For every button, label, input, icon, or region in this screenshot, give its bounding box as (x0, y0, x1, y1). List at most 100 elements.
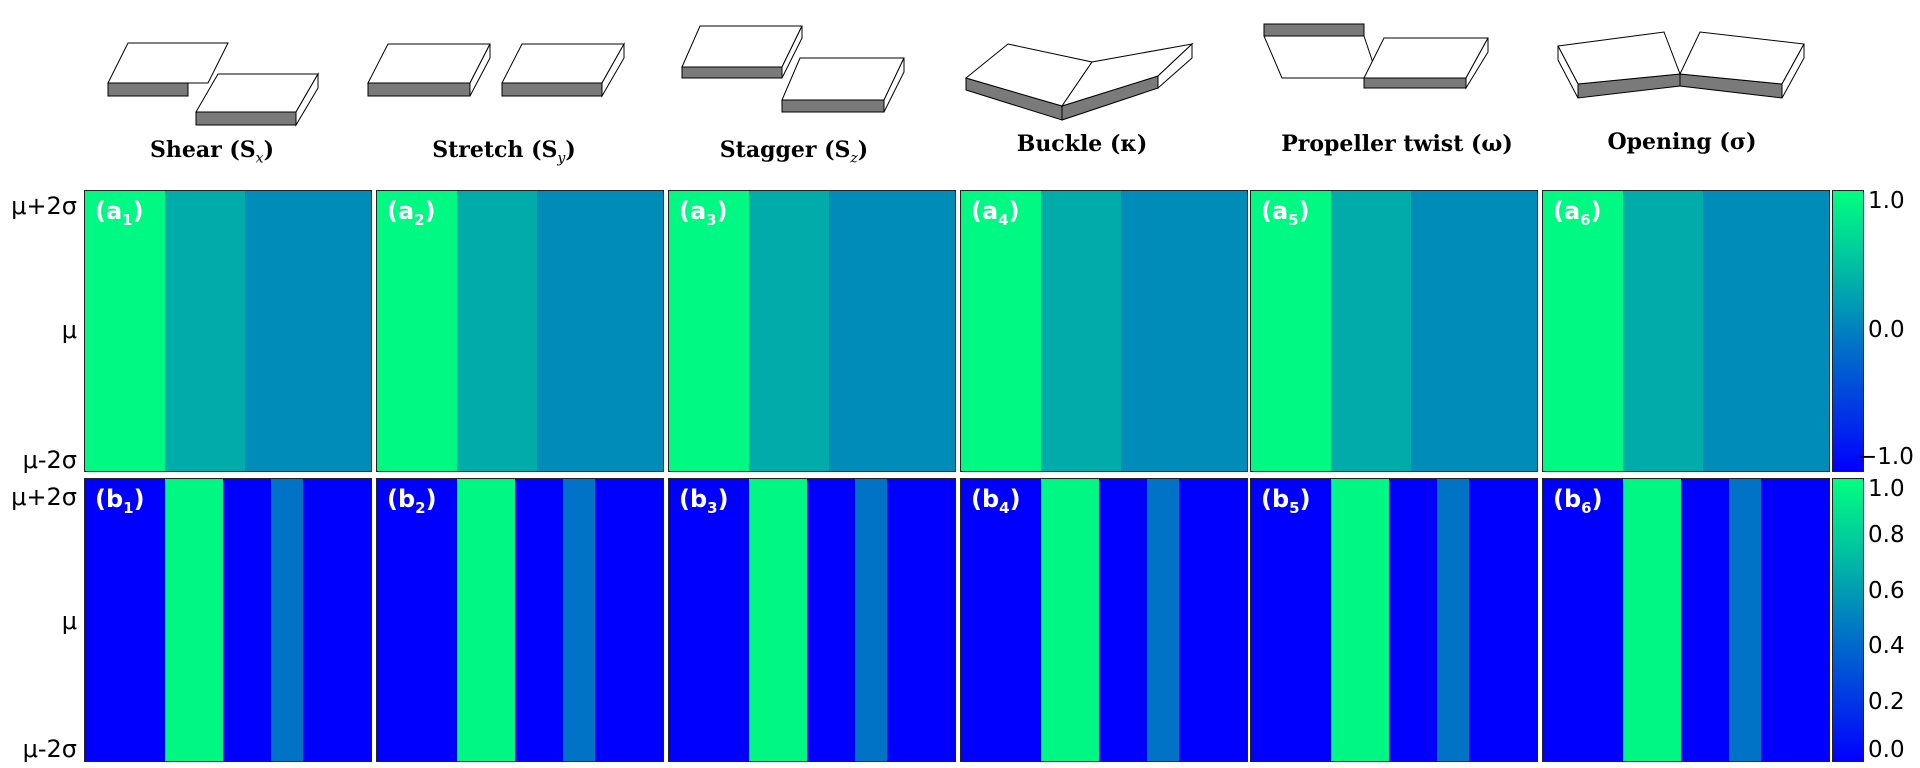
heatmap-panel-a6: (a6) (1542, 190, 1830, 472)
panel-label-a1: (a1) (95, 197, 144, 229)
heatmap-panel-b6: (b6) (1542, 478, 1830, 762)
opening-step-icon (1557, 31, 1805, 99)
panel-label-b4: (b4) (971, 485, 1021, 517)
heatmap-band-a5-1 (1331, 191, 1411, 471)
heatmap-band-b5-0 (1251, 479, 1331, 761)
heatmap-panel-b2: (b2) (376, 478, 664, 762)
panel-label-a4: (a4) (971, 197, 1020, 229)
heatmap-band-a4-1 (1041, 191, 1121, 471)
heatmap-panel-b3: (b3) (668, 478, 956, 762)
propeller-twist-step-icon (1263, 23, 1489, 90)
heatmap-band-b5-2 (1389, 479, 1437, 761)
heatmap-band-b6-1 (1623, 479, 1681, 761)
heatmap-band-b6-3 (1729, 479, 1761, 761)
heatmap-panel-b1: (b1) (84, 478, 372, 762)
column-title-shear: Shear (Sx) (149, 137, 274, 167)
heatmap-band-b5-1 (1331, 479, 1389, 761)
y-tick-bottom-b: μ-2σ (22, 735, 77, 763)
heatmap-band-b6-2 (1681, 479, 1729, 761)
heatmap-band-a4-2 (1121, 191, 1247, 471)
panel-label-a6: (a6) (1553, 197, 1602, 229)
heatmap-band-a1-2 (245, 191, 371, 471)
heatmap-band-b4-4 (1179, 479, 1247, 761)
colorbar-b-tick-1.0: 1.0 (1868, 476, 1905, 502)
heatmap-band-a6-1 (1623, 191, 1703, 471)
colorbar-b-tick-0.4: 0.4 (1868, 633, 1905, 659)
y-tick-bottom-a: μ-2σ (22, 446, 77, 474)
buckle-step-icon (964, 42, 1194, 121)
heatmap-band-a5-0 (1251, 191, 1331, 471)
y-tick-mid-a: μ (61, 316, 77, 344)
column-title-opening: Opening (σ) (1607, 129, 1757, 155)
heatmap-band-b3-3 (855, 479, 887, 761)
heatmap-band-b2-1 (457, 479, 515, 761)
heatmap-band-b4-2 (1099, 479, 1147, 761)
stagger-step-icon (681, 25, 905, 113)
heatmap-band-a2-1 (457, 191, 537, 471)
stretch-step-icon (367, 42, 625, 98)
heatmap-band-b6-0 (1543, 479, 1623, 761)
colorbar-b-tick-0.2: 0.2 (1868, 689, 1905, 715)
heatmap-band-b3-1 (749, 479, 807, 761)
heatmap-band-b5-4 (1469, 479, 1537, 761)
heatmap-band-b3-2 (807, 479, 855, 761)
heatmap-panel-a3: (a3) (668, 190, 956, 472)
heatmap-band-a5-2 (1411, 191, 1537, 471)
heatmap-band-b5-3 (1437, 479, 1469, 761)
heatmap-band-b6-4 (1761, 479, 1829, 761)
heatmap-band-b2-4 (595, 479, 663, 761)
heatmap-band-a1-1 (165, 191, 245, 471)
panel-label-a2: (a2) (387, 197, 436, 229)
heatmap-band-a6-0 (1543, 191, 1623, 471)
heatmap-band-b1-3 (271, 479, 303, 761)
column-title-stretch: Stretch (Sy) (432, 137, 576, 167)
heatmap-panel-a1: (a1) (84, 190, 372, 472)
y-tick-top-a: μ+2σ (11, 192, 77, 220)
panel-label-a3: (a3) (679, 197, 728, 229)
heatmap-band-a6-2 (1703, 191, 1829, 471)
heatmap-panel-a4: (a4) (960, 190, 1248, 472)
heatmap-band-a4-0 (961, 191, 1041, 471)
heatmap-band-a3-0 (669, 191, 749, 471)
y-tick-mid-b: μ (61, 607, 77, 635)
heatmap-band-b3-4 (887, 479, 955, 761)
colorbar-a-tick-0: 0.0 (1868, 317, 1905, 343)
column-title-propeller-twist: Propeller twist (ω) (1281, 131, 1513, 157)
heatmap-band-b1-1 (165, 479, 223, 761)
heatmap-band-b1-4 (303, 479, 371, 761)
heatmap-band-b1-2 (223, 479, 271, 761)
heatmap-band-b2-3 (563, 479, 595, 761)
heatmap-band-a2-0 (377, 191, 457, 471)
heatmap-band-b2-0 (377, 479, 457, 761)
panel-label-b2: (b2) (387, 485, 437, 517)
colorbar-b-tick-0.6: 0.6 (1868, 578, 1905, 604)
panel-label-b3: (b3) (679, 485, 729, 517)
shear-step-icon (107, 42, 319, 127)
y-tick-top-b: μ+2σ (11, 483, 77, 511)
panel-label-b5: (b5) (1261, 485, 1311, 517)
heatmap-band-b4-3 (1147, 479, 1179, 761)
heatmap-panel-b4: (b4) (960, 478, 1248, 762)
colorbar-b (1832, 478, 1864, 762)
column-title-buckle: Buckle (κ) (1016, 131, 1148, 157)
heatmap-band-a3-2 (829, 191, 955, 471)
column-title-stagger: Stagger (Sz) (719, 137, 869, 167)
heatmap-band-b1-0 (85, 479, 165, 761)
panel-label-b1: (b1) (95, 485, 145, 517)
heatmap-band-a3-1 (749, 191, 829, 471)
colorbar-a-tick-1: 1.0 (1868, 188, 1905, 214)
heatmap-band-a2-2 (537, 191, 663, 471)
colorbar-a-tick-minus1: −1.0 (1858, 444, 1914, 470)
colorbar-b-tick-0.8: 0.8 (1868, 522, 1905, 548)
heatmap-panel-a5: (a5) (1250, 190, 1538, 472)
heatmap-panel-b5: (b5) (1250, 478, 1538, 762)
heatmap-band-b4-0 (961, 479, 1041, 761)
heatmap-band-b3-0 (669, 479, 749, 761)
heatmap-band-b2-2 (515, 479, 563, 761)
heatmap-band-a1-0 (85, 191, 165, 471)
panel-label-b6: (b6) (1553, 485, 1603, 517)
heatmap-band-b4-1 (1041, 479, 1099, 761)
heatmap-panel-a2: (a2) (376, 190, 664, 472)
panel-label-a5: (a5) (1261, 197, 1310, 229)
colorbar-a (1832, 190, 1864, 472)
